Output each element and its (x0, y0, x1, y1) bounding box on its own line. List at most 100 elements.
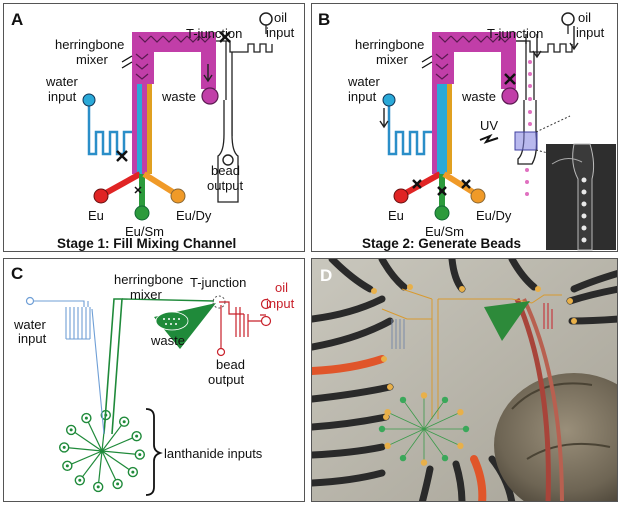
waste-reservoir (501, 87, 519, 105)
herringbone-mixer (103, 298, 123, 435)
lanthanide-channel (67, 450, 103, 467)
panel-a: A herringbone mixer T-ju (3, 3, 305, 252)
device-photograph: D (312, 259, 617, 501)
stage-1-caption: Stage 1: Fill Mixing Channel (57, 236, 236, 251)
herringbone-label: herringbone (55, 37, 124, 52)
oil-label: oil (275, 280, 288, 295)
mixing-channel (432, 84, 452, 174)
photo-channel (387, 428, 425, 447)
stage-2-caption: Stage 2: Generate Beads (362, 236, 521, 251)
x-mark-icon (437, 186, 447, 196)
bead-droplets (525, 60, 532, 196)
herringbone-mixer (421, 32, 516, 89)
oil-input-label: input (266, 25, 295, 40)
photo-channel (423, 428, 446, 459)
oil-input-port (260, 315, 272, 327)
water-label: water (347, 74, 380, 89)
oil-channel (543, 303, 553, 329)
lanthanide-channel (101, 421, 125, 452)
lanthanide-channel (97, 450, 103, 487)
photo-port (387, 384, 393, 390)
photo-port (420, 392, 428, 399)
port-center-dot (138, 453, 142, 457)
t-junction-label: T-junction (487, 26, 543, 41)
eu-sm-port (134, 205, 150, 221)
output-label: output (208, 372, 245, 387)
water-input-label: input (348, 89, 377, 104)
lanthanide-channel (101, 450, 119, 485)
x-mark-icon (461, 179, 471, 189)
eu-dy-channel (142, 171, 178, 197)
panel-d-letter: D (320, 266, 332, 285)
panel-b-diagram: B (318, 10, 616, 251)
bead-output-port (222, 154, 234, 166)
photo-port (457, 409, 464, 416)
eu-dy-label: Eu/Dy (176, 208, 212, 223)
water-label: water (13, 317, 46, 332)
panel-a-letter: A (11, 10, 23, 29)
photo-port (441, 454, 449, 462)
waste-label: waste (150, 333, 185, 348)
eu-dy-port (170, 188, 186, 204)
brace-icon (145, 408, 163, 496)
photo-channel (423, 399, 446, 430)
bead-label: bead (216, 357, 245, 372)
water-channel (87, 104, 132, 156)
water-channel (391, 319, 405, 349)
water-input-port (382, 93, 396, 107)
x-mark-icon (116, 150, 128, 162)
photo-channel (423, 428, 461, 447)
eu-dy-port (470, 188, 486, 204)
photo-port (459, 286, 465, 292)
port-center-dot (116, 482, 120, 486)
water-input-label: input (18, 331, 47, 346)
photo-port (381, 356, 387, 362)
x-mark-icon (219, 31, 231, 43)
port-center-dot (62, 445, 66, 449)
oil-channel (219, 301, 266, 349)
lanthanide-channel (101, 450, 140, 456)
x-mark-icon (412, 179, 422, 189)
photo-lanthanide-channels (382, 395, 466, 463)
mixer-label: mixer (376, 52, 408, 67)
uv-window (514, 131, 538, 151)
water-channel (387, 104, 432, 156)
water-channel (30, 300, 105, 435)
eu-label: Eu (88, 208, 104, 223)
water-input-port (82, 93, 96, 107)
water-input-port (25, 296, 35, 306)
panel-c-letter: C (11, 264, 23, 283)
panel-b-letter: B (318, 10, 330, 29)
waste-reservoir (201, 87, 219, 105)
oil-input-port (561, 12, 575, 26)
eu-sm-port (434, 205, 450, 221)
waste-structure (484, 301, 530, 341)
lanthanide-channel (101, 450, 134, 473)
photo-port (399, 396, 407, 404)
port-center-dot (122, 420, 126, 424)
oil-label: oil (578, 10, 591, 25)
photo-ports (371, 284, 577, 466)
water-label: water (45, 74, 78, 89)
photo-port (383, 414, 389, 420)
lanthanide-channel (85, 417, 103, 452)
panel-a-diagram: A herringbone mixer T-ju (11, 10, 295, 251)
lanthanide-channel (101, 435, 137, 452)
photo-port (441, 396, 449, 404)
flow-arrow-icon (569, 26, 579, 51)
photo-port (384, 409, 391, 416)
bead-output-port (216, 347, 226, 357)
photo-port (384, 442, 391, 449)
flow-arrow-icon (532, 34, 542, 59)
oil-input-label: input (266, 296, 295, 311)
output-label: output (207, 178, 244, 193)
water-input-label: input (48, 89, 77, 104)
mixer-label: mixer (76, 52, 108, 67)
eu-dy-channel (442, 171, 478, 197)
port-center-dot (78, 478, 82, 482)
photo-port (462, 425, 470, 433)
photo-port (399, 454, 407, 462)
herringbone-label: herringbone (114, 272, 183, 287)
eu-sm-label: Eu/Sm (125, 224, 164, 239)
flow-arrow-icon (203, 64, 213, 83)
